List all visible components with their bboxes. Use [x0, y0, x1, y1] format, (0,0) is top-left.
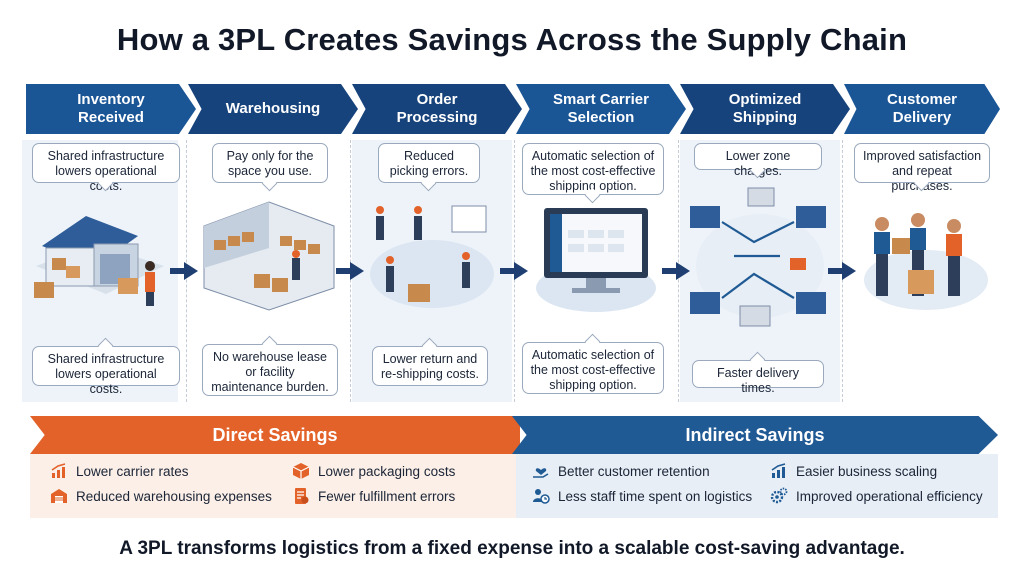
stage-bottom-note: Automatic selection of the most cost-eff… — [522, 342, 664, 394]
stage-label: Shipping — [732, 109, 798, 126]
document-icon — [292, 487, 310, 505]
stage-top-note: Shared infrastructure lowers operational… — [32, 143, 180, 193]
stage-label: Smart Carrier — [553, 91, 649, 108]
flow-arrow — [500, 262, 528, 280]
happy-customers-illustration — [864, 213, 988, 310]
item-label: Fewer fulfillment errors — [318, 488, 456, 504]
gears-icon — [770, 487, 788, 505]
direct-savings-item: Lower carrier rates — [50, 462, 189, 480]
shipping-network-illustration — [690, 187, 826, 327]
direct-savings-panel — [30, 454, 516, 518]
stage-header-warehousing: Warehousing — [188, 84, 358, 134]
stage-bottom-note: No warehouse lease or facility maintenan… — [202, 344, 338, 396]
direct-savings-item: Fewer fulfillment errors — [292, 487, 455, 505]
stage-label: Warehousing — [225, 100, 321, 117]
indirect-savings-item: Improved operational efficiency — [770, 487, 983, 505]
picking-workers-illustration — [370, 205, 494, 308]
indirect-savings-header: Indirect Savings — [512, 416, 998, 454]
stage-bottom-note: Shared infrastructure lowers operational… — [32, 346, 180, 396]
stage-label: Received — [78, 109, 144, 126]
item-label: Less staff time spent on logistics — [558, 488, 753, 504]
stage-top-note: Pay only for the space you use. — [212, 143, 328, 183]
flow-arrow — [170, 262, 198, 280]
carrier-dashboard-illustration — [536, 208, 656, 312]
stage-label: Inventory — [77, 91, 145, 108]
stage-bottom-note: Faster delivery times. — [692, 360, 824, 395]
direct-savings-item: Reduced warehousing expenses — [50, 487, 272, 505]
stage-top-note: Improved satisfaction and repeat purchas… — [854, 143, 990, 193]
item-label: Better customer retention — [558, 463, 710, 479]
person-clock-icon — [532, 487, 550, 505]
box-icon — [292, 462, 310, 480]
direct-savings-header: Direct Savings — [30, 416, 520, 454]
heart-hand-icon — [532, 462, 550, 480]
growth-chart-icon — [770, 462, 788, 480]
flow-arrow — [662, 262, 690, 280]
indirect-savings-title: Indirect Savings — [685, 424, 825, 445]
flow-arrow — [336, 262, 364, 280]
item-label: Lower carrier rates — [76, 463, 189, 479]
item-label: Easier business scaling — [796, 463, 938, 479]
item-label: Improved operational efficiency — [796, 488, 983, 504]
stage-label: Selection — [567, 109, 635, 126]
stage-label: Order — [416, 91, 458, 108]
warehouse-interior-illustration — [203, 201, 335, 311]
indirect-savings-panel — [516, 454, 998, 518]
indirect-savings-item: Less staff time spent on logistics — [532, 487, 752, 505]
item-label: Reduced warehousing expenses — [76, 488, 272, 504]
stage-label: Optimized — [728, 91, 802, 108]
warehouse-receiving-illustration — [34, 216, 164, 306]
direct-savings-item: Lower packaging costs — [292, 462, 455, 480]
chart-up-icon — [50, 462, 68, 480]
stage-top-note: Lower zone charges. — [694, 143, 822, 178]
flow-arrow — [828, 262, 856, 280]
indirect-savings-item: Better customer retention — [532, 462, 710, 480]
stage-label: Customer — [886, 91, 957, 108]
stage-bottom-note: Lower return and re-shipping costs. — [372, 346, 488, 386]
stage-label: Processing — [396, 109, 478, 126]
stage-top-note: Reduced picking errors. — [378, 143, 480, 183]
stage-label: Delivery — [892, 109, 952, 126]
stage-top-note: Automatic selection of the most cost-eff… — [522, 143, 664, 195]
warehouse-icon — [50, 487, 68, 505]
footer-tagline: A 3PL transforms logistics from a fixed … — [119, 538, 905, 559]
indirect-savings-item: Easier business scaling — [770, 462, 937, 480]
page-title: How a 3PL Creates Savings Across the Sup… — [116, 22, 908, 57]
direct-savings-title: Direct Savings — [212, 424, 338, 445]
item-label: Lower packaging costs — [318, 463, 456, 479]
